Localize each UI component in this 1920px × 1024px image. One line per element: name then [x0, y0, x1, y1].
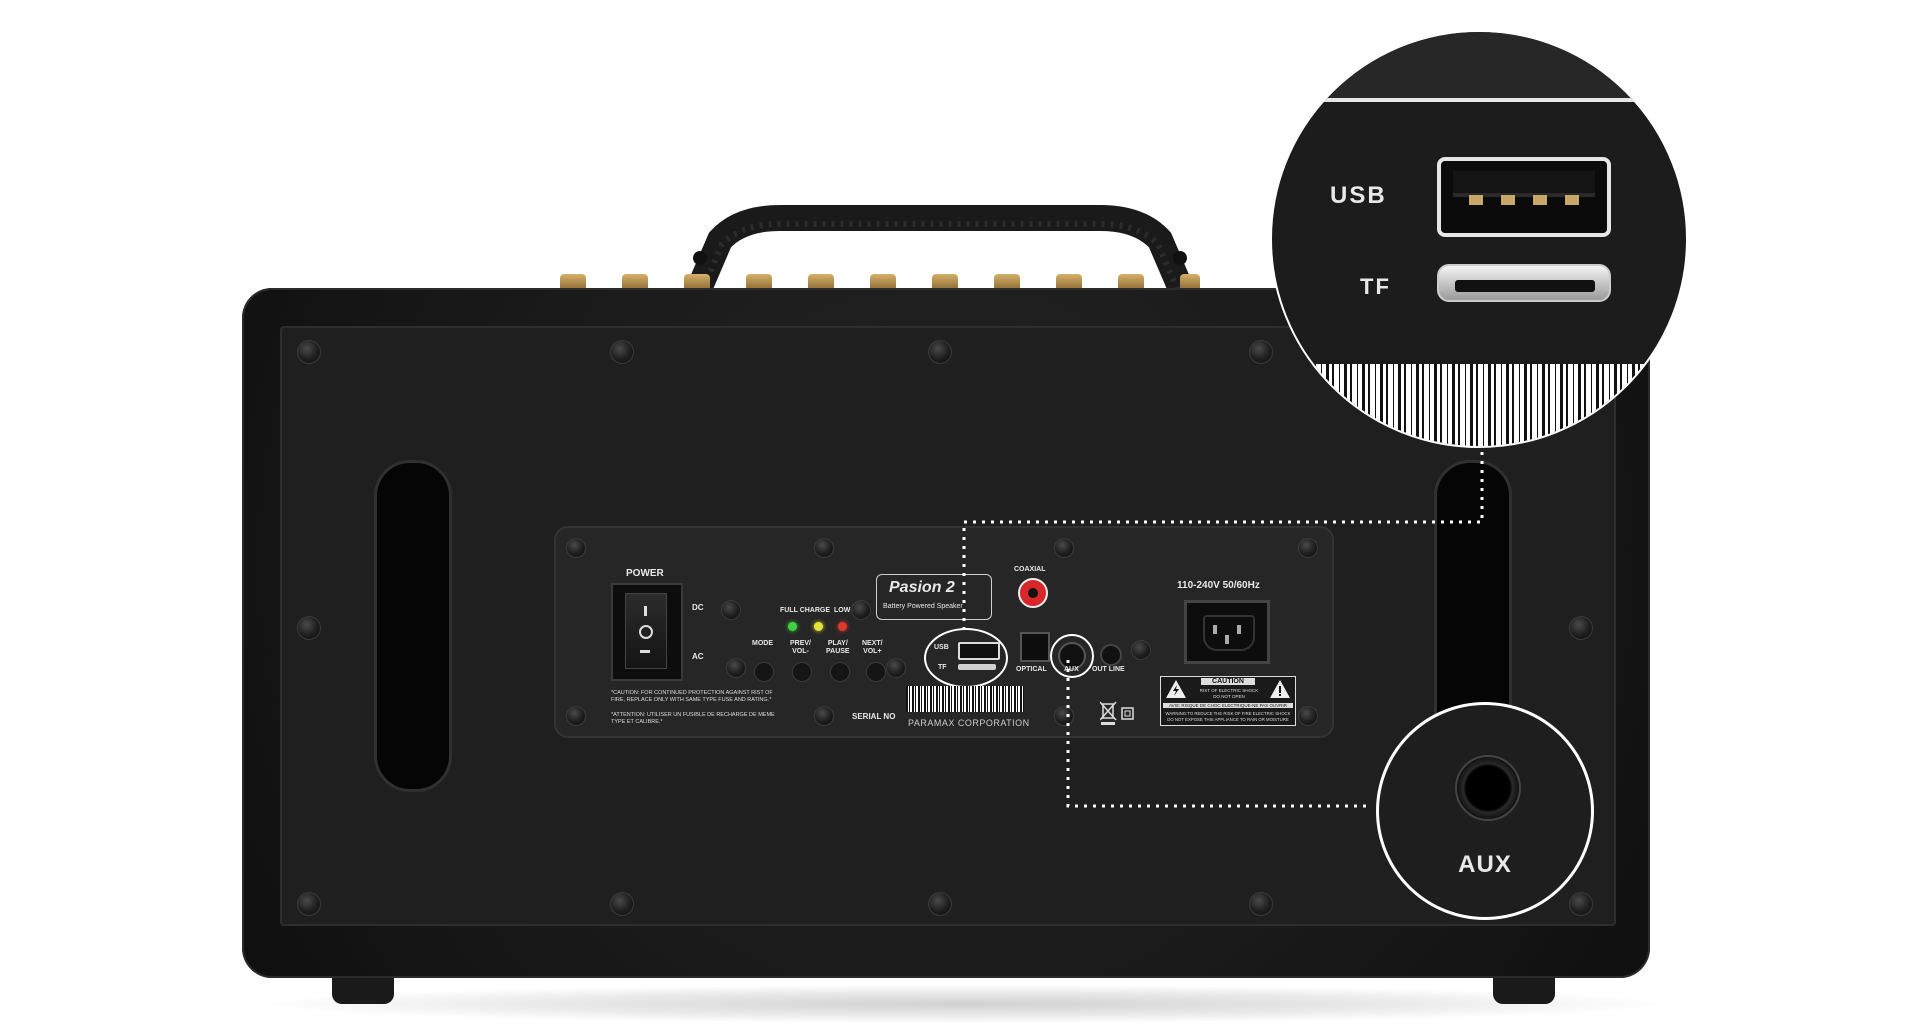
led-green: [788, 622, 797, 631]
brand-subtitle: Battery Powered Speaker: [883, 603, 963, 610]
prev-label: PREV/ VOL-: [790, 640, 812, 655]
brand-badge: Pasion 2 Battery Powered Speaker: [876, 574, 992, 620]
aux-zoom: AUX: [1376, 702, 1594, 920]
warning-label: CAUTION RIST OF ELECTRIC SHOCK DO NOT OP…: [1160, 676, 1296, 726]
warning-title: CAUTION: [1201, 678, 1255, 685]
usb-port-icon[interactable]: [1437, 157, 1611, 237]
control-panel: POWER DC AC *CAUTION: FOR CONTINUED PROT…: [554, 526, 1334, 738]
warning-line-5: DO NOT EXPOSE THIS APPLIANCE TO RAIN OR …: [1167, 717, 1289, 722]
aux-highlight-ring: [1050, 634, 1094, 678]
speaker-handle-icon: [683, 205, 1197, 309]
brand-name: Pasion 2: [889, 579, 955, 596]
bass-port-left: [374, 460, 452, 792]
next-label: NEXT/ VOL+: [862, 640, 883, 655]
ac-label: AC: [692, 652, 704, 661]
serial-label: SERIAL NO: [852, 712, 896, 721]
warning-line-4: WARNING:TO REDUCE THE RISK OF FIRE ELECT…: [1165, 711, 1291, 716]
tf-slot-icon[interactable]: [1437, 264, 1611, 302]
warning-line-2: DO NOT OPEN: [1213, 694, 1245, 699]
manufacturer-label: PARAMAX CORPORATION: [908, 718, 1030, 728]
mode-label: MODE: [752, 640, 773, 647]
optical-port[interactable]: [1020, 632, 1050, 662]
full-charge-label: FULL CHARGE: [780, 607, 831, 614]
coaxial-jack[interactable]: [1018, 578, 1048, 608]
zoom-usb-label: USB: [1330, 182, 1387, 209]
voltage-label: 110-240V 50/60Hz: [1177, 580, 1260, 591]
floor-shadow: [270, 985, 1660, 1023]
coaxial-label: COAXIAL: [1014, 566, 1046, 573]
next-button[interactable]: [866, 662, 886, 682]
outline-jack[interactable]: [1100, 644, 1122, 666]
dc-label: DC: [692, 603, 704, 612]
power-socket-icon[interactable]: [1184, 600, 1270, 664]
rocker-switch-icon[interactable]: [625, 593, 667, 669]
play-pause-button[interactable]: [830, 662, 850, 682]
warning-line-1: RIST OF ELECTRIC SHOCK: [1199, 688, 1259, 693]
led-yellow: [814, 622, 823, 631]
zoom-tf-label: TF: [1360, 274, 1391, 299]
attention-text: *ATTENTION: UTILISER UN FUSIBLE DE RECHA…: [611, 712, 775, 725]
serial-barcode: [906, 686, 1024, 712]
warning-triangle-icon: [1166, 680, 1186, 698]
zoom-aux-label: AUX: [1458, 851, 1512, 878]
power-label: POWER: [626, 568, 664, 579]
weee-bin-icon: [1100, 701, 1134, 725]
caution-text: *CAUTION: FOR CONTINUED PROTECTION AGAIN…: [611, 690, 773, 703]
prev-button[interactable]: [792, 662, 812, 682]
low-label: LOW: [834, 607, 851, 614]
play-label: PLAY/ PAUSE: [826, 640, 850, 655]
aux-jack-icon[interactable]: [1455, 755, 1521, 821]
warning-triangle-icon: [1270, 680, 1290, 698]
led-red: [838, 622, 847, 631]
aux-label-small: AUX: [1064, 666, 1079, 673]
power-switch-housing: [611, 583, 683, 681]
mode-button[interactable]: [754, 662, 774, 682]
zoom-barcode: [1272, 364, 1686, 446]
optical-label: OPTICAL: [1016, 666, 1047, 673]
warning-line-3: AVIS: RISQUE DE CHOC ELECTRIQUE-NE PAS O…: [1163, 703, 1293, 708]
usb-tf-zoom: USB TF: [1270, 30, 1688, 448]
outline-label: OUT LINE: [1092, 666, 1125, 673]
